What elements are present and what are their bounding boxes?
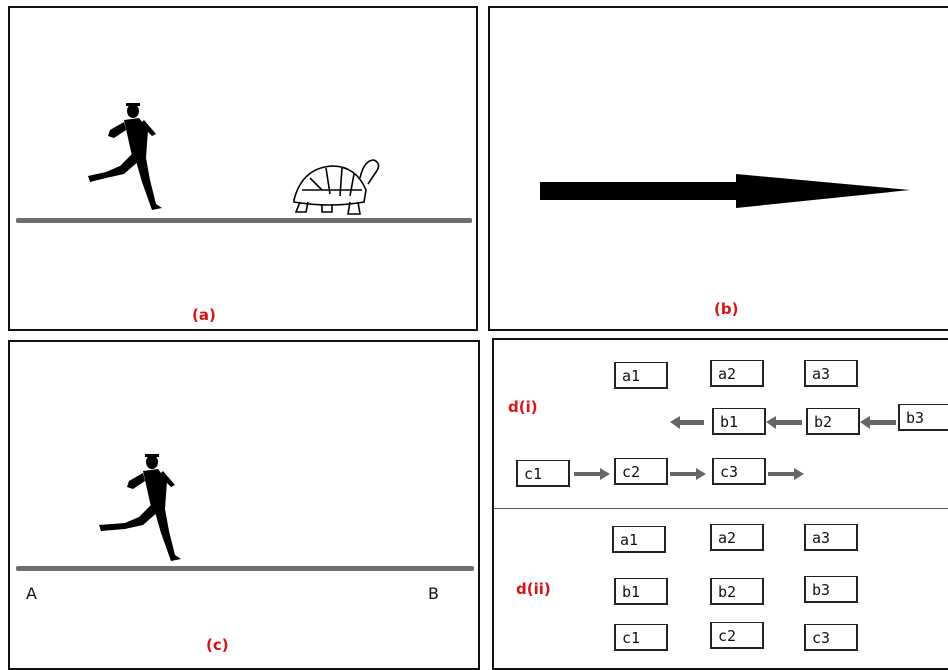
left-arrow-icon xyxy=(670,416,704,429)
left-arrow-icon xyxy=(860,416,896,429)
d-ii-node-b2: b2 xyxy=(710,578,764,605)
runner-illustration xyxy=(99,454,181,561)
d-i-node-c3: c3 xyxy=(712,458,766,485)
d-i-node-a2: a2 xyxy=(710,360,764,387)
d-i-node-b2: b2 xyxy=(806,408,860,435)
runner-figure xyxy=(88,103,162,210)
arrow-group xyxy=(574,416,896,480)
d-i-label: d(i) xyxy=(508,398,538,416)
caption-b: (b) xyxy=(714,300,739,318)
d-i-arrows xyxy=(574,416,896,480)
d-i-node-b1: b1 xyxy=(712,408,766,435)
panel-d: d(i) a1 a2 a3 b1 b2 b3 c1 c2 c3 d(ii) a1… xyxy=(492,338,948,670)
d-ii-node-b1: b1 xyxy=(614,578,668,605)
d-ii-node-b3: b3 xyxy=(804,576,858,603)
runner-tortoise-illustration xyxy=(88,103,380,215)
tortoise-figure xyxy=(293,159,380,215)
d-divider xyxy=(494,508,948,509)
right-arrow-icon xyxy=(768,468,804,480)
caption-a: (a) xyxy=(192,306,216,324)
point-a-label: A xyxy=(26,584,37,603)
d-ii-node-a2: a2 xyxy=(710,524,764,551)
right-arrow-icon xyxy=(670,468,706,480)
d-ii-node-c2: c2 xyxy=(710,622,764,649)
panel-c: A B (c) xyxy=(8,340,480,670)
caption-c: (c) xyxy=(206,636,229,654)
runner-figure xyxy=(99,454,181,561)
d-i-node-a3: a3 xyxy=(804,360,858,387)
panel-a: (a) xyxy=(8,6,478,331)
d-i-node-b3: b3 xyxy=(898,404,948,431)
d-i-node-c1: c1 xyxy=(516,460,570,487)
d-i-node-a1: a1 xyxy=(614,362,668,389)
d-ii-node-c1: c1 xyxy=(614,624,668,651)
left-arrow-icon xyxy=(766,416,802,429)
right-arrow-icon xyxy=(540,174,910,208)
d-ii-node-c3: c3 xyxy=(804,624,858,651)
d-ii-label: d(ii) xyxy=(516,580,551,598)
right-arrow-icon xyxy=(574,468,610,480)
d-ii-node-a1: a1 xyxy=(612,526,666,553)
ground-line xyxy=(16,566,474,571)
panel-b: (b) xyxy=(488,6,948,331)
d-ii-node-a3: a3 xyxy=(804,524,858,551)
arrow-illustration xyxy=(540,174,910,208)
d-i-node-c2: c2 xyxy=(614,458,668,485)
point-b-label: B xyxy=(428,584,439,603)
ground-line xyxy=(16,218,472,223)
